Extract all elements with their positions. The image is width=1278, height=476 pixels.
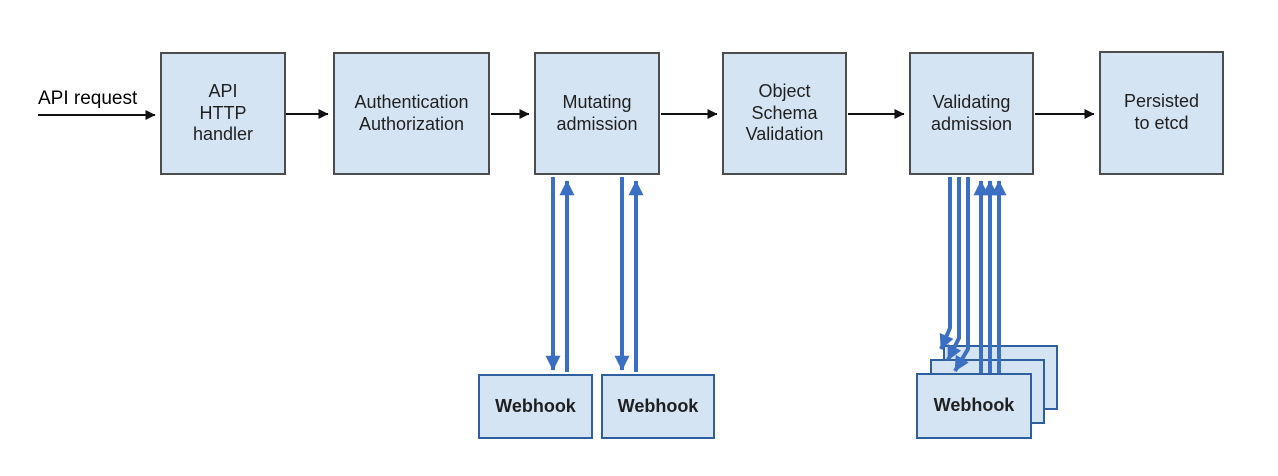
node-label: Authentication Authorization: [354, 91, 469, 134]
node-persisted-to-etcd: Persisted to etcd: [1099, 51, 1224, 175]
arrow-validating-to-webhook-b: [946, 177, 962, 361]
node-label: Object Schema Validation: [745, 80, 824, 145]
mutating-webhook-2: Webhook: [601, 374, 715, 439]
arrow-validating-to-webhook-a: [939, 177, 954, 350]
mutating-webhook-1: Webhook: [478, 374, 593, 439]
webhook-label: Webhook: [933, 395, 1015, 416]
validating-webhook-stack-front: Webhook: [916, 373, 1032, 439]
node-label: API HTTP handler: [192, 80, 254, 145]
mutating-webhook-arrows: [545, 177, 644, 372]
node-label: Validating admission: [930, 91, 1013, 134]
validating-webhook-arrows: [939, 177, 1007, 373]
api-request-label: API request: [38, 88, 138, 109]
webhook-label: Webhook: [617, 395, 699, 416]
webhook-label: Webhook: [495, 395, 576, 416]
node-label: Persisted to etcd: [1123, 91, 1200, 133]
node-object-schema-validation: Object Schema Validation: [722, 52, 847, 175]
node-label: Mutating admission: [556, 91, 638, 134]
node-mutating-admission: Mutating admission: [534, 52, 660, 175]
arrow-validating-to-webhook-c: [953, 177, 970, 373]
node-validating-admission: Validating admission: [909, 52, 1034, 175]
node-api-http-handler: API HTTP handler: [160, 52, 286, 175]
node-authentication-authorization: Authentication Authorization: [333, 52, 490, 175]
